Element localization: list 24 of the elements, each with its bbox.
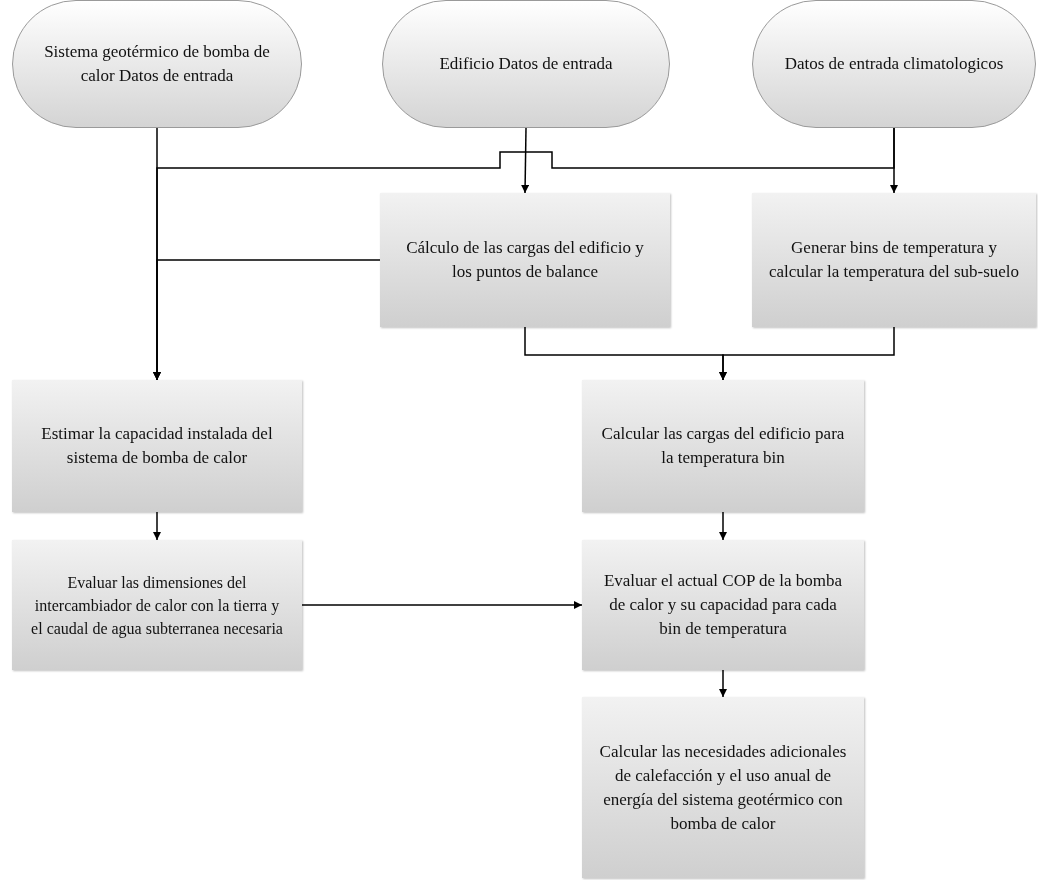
process-box	[380, 193, 670, 327]
node-label: Calcular las necesidades adicionales de calefacción y el uso anual de energía del sistema geotérmico con bomba de calor	[598, 740, 848, 835]
node-label: Cálculo de las cargas del edificio y los puntos de balance	[405, 237, 645, 283]
arrow	[153, 511, 161, 541]
process-box	[582, 540, 864, 670]
arrow	[719, 511, 727, 541]
arrow	[521, 127, 530, 194]
node-label: Estimar la capacidad instalada del sistema de bomba de calor	[40, 423, 274, 469]
arrow	[301, 601, 583, 609]
node-label: Edificio Datos de entrada	[439, 53, 613, 75]
process-box	[752, 193, 1036, 327]
process-box	[12, 540, 302, 670]
node-label: Evaluar las dimensiones del intercambiador de calor con la tierra y el caudal de agua subterranea necesaria	[30, 572, 284, 640]
node-label: Sistema geotérmico de bomba de calor Datos de entrada	[43, 41, 271, 87]
process-box	[582, 697, 864, 878]
node-label: Generar bins de temperatura y calcular la temperatura del sub-suelo	[768, 237, 1020, 283]
arrow	[719, 669, 727, 698]
arrow	[719, 326, 895, 381]
arrow	[153, 259, 381, 381]
node-label: Calcular las cargas del edificio para la temperatura bin	[600, 423, 846, 469]
node-label: Evaluar el actual COP de la bomba de calor y su capacidad para cada bin de temperatura	[602, 570, 844, 640]
node-label: Datos de entrada climatologicos	[784, 53, 1004, 75]
process-box	[582, 380, 864, 512]
process-box	[12, 380, 302, 512]
